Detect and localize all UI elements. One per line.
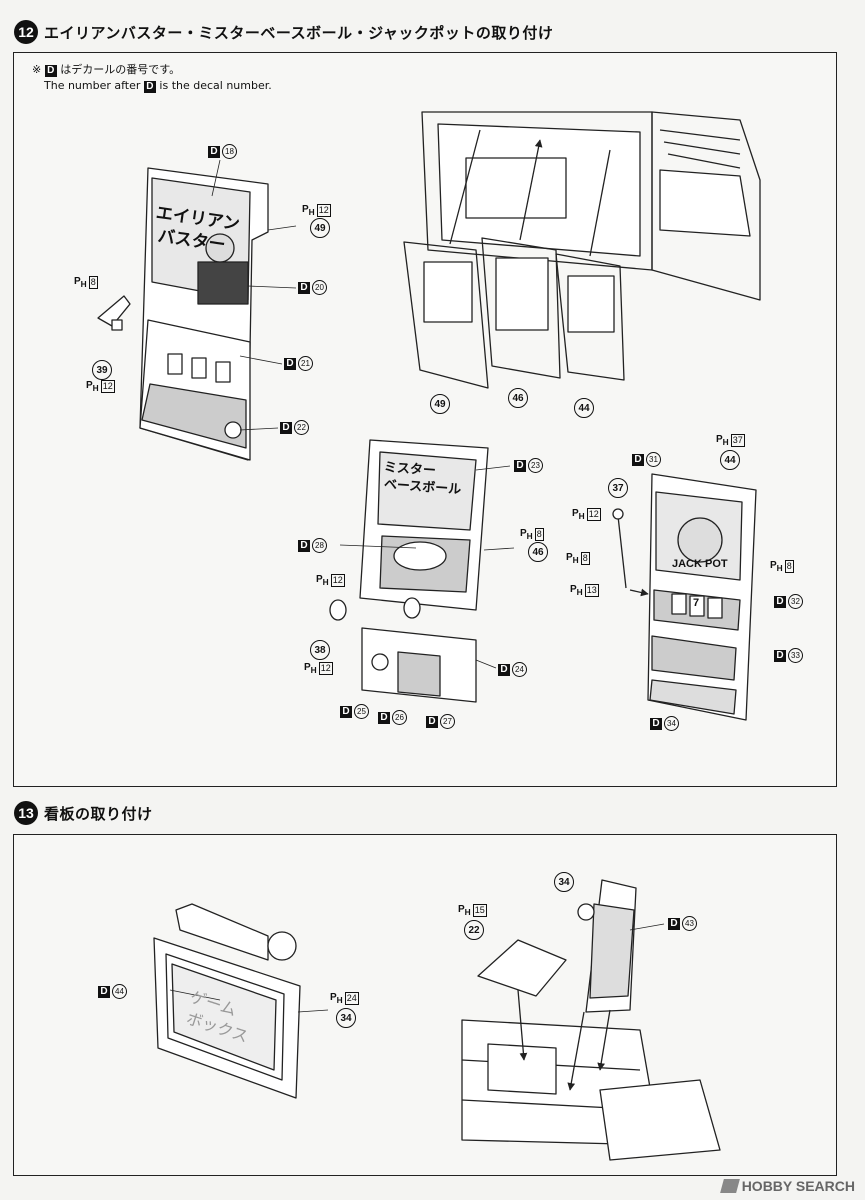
decal-badge: D [143, 81, 156, 93]
part-number-callout: 37 [608, 478, 628, 498]
decal-note-jp: ※ D はデカールの番号です。 [32, 63, 181, 77]
part-number-callout: 34 [554, 872, 574, 892]
part-number-callout: 46 [508, 388, 528, 408]
part-number-callout: 44 [720, 450, 740, 470]
cabinet-panels [403, 129, 625, 389]
step-12-header: 12 エイリアンバスター・ミスターベースボール・ジャックポットの取り付け [14, 20, 553, 44]
decal-badge: D [44, 65, 57, 77]
game-box-signboard [153, 903, 301, 1099]
part-number-callout: 49 [430, 394, 450, 414]
jackpot-screen-title: JACK POT [672, 558, 728, 570]
part-number-callout: 39 [92, 360, 112, 380]
hobby-search-logo-icon [719, 1179, 740, 1193]
step-title: エイリアンバスター・ミスターベースボール・ジャックポットの取り付け [44, 23, 554, 42]
jackpot-reel-symbol: 7 [693, 597, 700, 609]
step-number-badge: 12 [14, 20, 38, 44]
step-number-badge: 13 [14, 801, 38, 825]
part-number-callout: 49 [310, 218, 330, 238]
jackpot-cabinet [612, 473, 757, 721]
part-number-callout: 46 [528, 542, 548, 562]
decal-note-en: The number after D is the decal number. [44, 79, 272, 93]
part-number-callout: 44 [574, 398, 594, 418]
part-number-callout: 22 [464, 920, 484, 940]
part-number-callout: 34 [336, 1008, 356, 1028]
van-body [421, 111, 761, 301]
hobby-search-watermark: HOBBY SEARCH [719, 1178, 855, 1194]
decal-note: ※ D はデカールの番号です。 The number after D is th… [32, 62, 272, 94]
leader-lines [169, 159, 665, 1013]
alien-buster-cabinet [97, 167, 269, 461]
step-13-header: 13 看板の取り付け [14, 801, 153, 825]
sign-install-scene [461, 879, 721, 1161]
mister-baseball-cabinet [329, 439, 489, 703]
part-number-callout: 38 [310, 640, 330, 660]
step-title: 看板の取り付け [44, 804, 153, 823]
